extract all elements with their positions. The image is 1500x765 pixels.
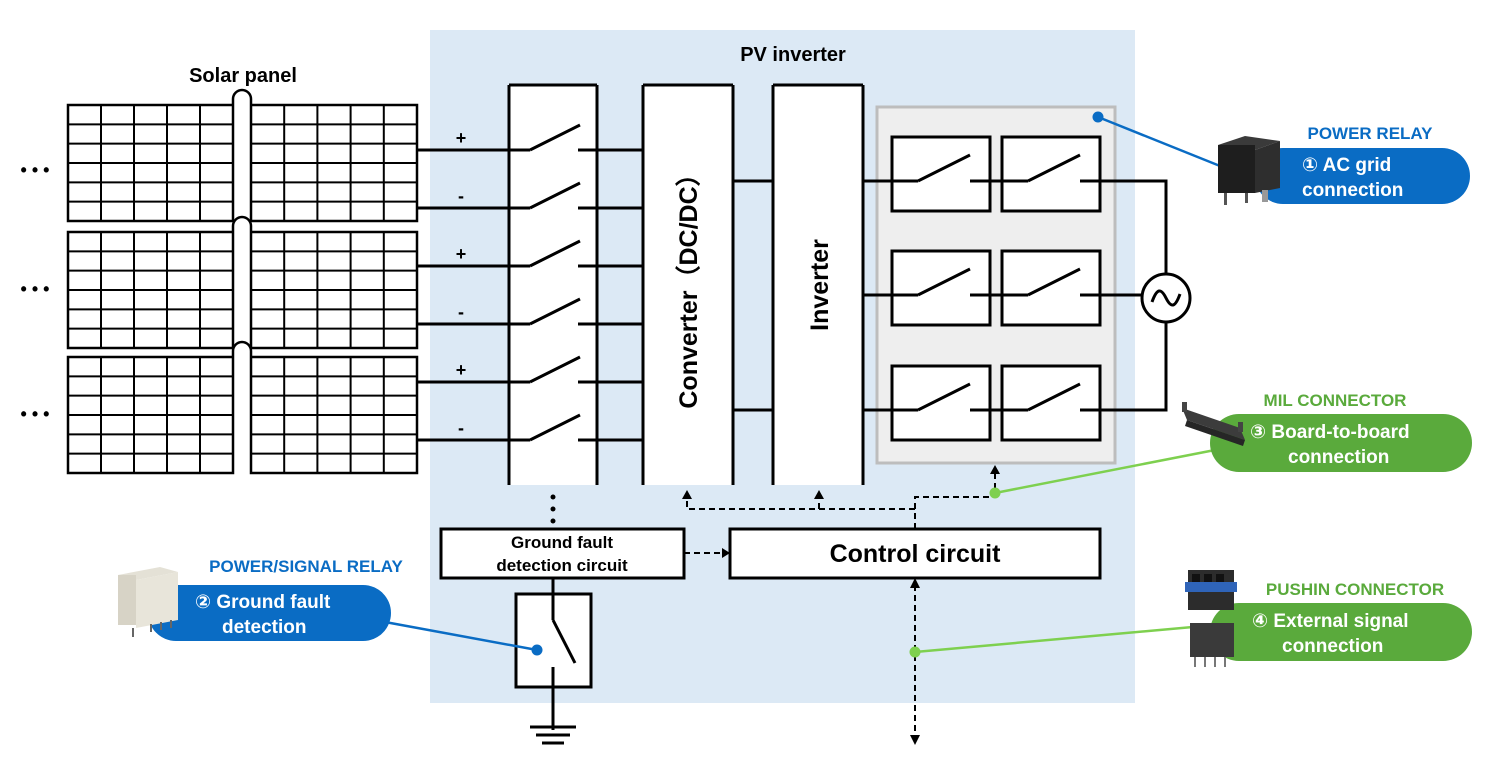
panel-ellipsis-1: • • • [21,160,50,180]
ground-fault-label-line1: Ground fault [511,533,613,552]
panel-jumper [231,215,253,232]
callout-line2: connection [1288,447,1389,468]
ac-relay-switch [890,249,1002,327]
solar-panel-label: Solar panel [189,65,297,87]
dc-switch-block [509,85,597,485]
callout-dot [909,646,921,658]
ground-fault-detection-block [439,527,686,580]
ground-fault-label-line2: detection circuit [496,556,628,575]
converter-block [643,85,733,485]
callout-line1: ③ Board-to-board [1250,422,1410,443]
callout-signal-relay: POWER/SIGNAL RELAY ② Ground fault detect… [118,557,403,641]
callout-title: MIL CONNECTOR [1264,391,1407,410]
control-circuit-label: Control circuit [830,540,1002,568]
ac-relays [863,135,1166,442]
solar-panel [66,215,419,350]
arrow-icon [722,548,730,558]
dc-switch [417,355,643,384]
polarity-label: + [456,128,467,148]
inverter-label: Inverter [806,239,834,331]
callout-pill [1255,148,1470,204]
arrow-icon [682,490,692,499]
power-relay-image [1218,136,1280,205]
continuation-dot [550,518,556,524]
solar-panel [66,88,419,223]
dc-switch [417,297,643,326]
arrow-icon [910,578,920,588]
panel-ellipsis-2: • • • [21,279,50,299]
control-circuit-block [728,527,1102,580]
callout-pill [1210,603,1472,661]
dc-switch [417,239,643,268]
callout-line-power-relay [1097,115,1231,172]
panel-jumper [231,340,253,357]
panel-jumper [231,88,253,105]
ac-relay-switch [890,364,1002,442]
signal-relay-image [118,567,178,637]
callout-pill [1210,414,1472,472]
solar-panel [66,340,419,475]
dc-switches [417,123,643,442]
callout-line2: detection [222,617,306,638]
solar-panels [66,88,419,475]
continuation-dot [550,506,556,512]
dc-switch [417,181,643,210]
callout-line2: connection [1282,636,1383,657]
callout-dot [531,644,543,656]
ac-relay-switch [890,135,1002,213]
callout-mil-connector: MIL CONNECTOR ③ Board-to-board connectio… [1182,391,1472,472]
ac-relay-switch [1000,135,1166,213]
ac-relay-switch [1000,249,1166,327]
callout-power-relay: POWER RELAY ① AC grid connection [1218,124,1470,205]
callout-pill [148,585,391,641]
ac-relay-switch [1000,364,1166,442]
callout-line1: ④ External signal [1252,611,1409,632]
ground-icon [530,725,576,745]
mil-connector-image [1182,402,1245,446]
callout-line-signal-relay [384,620,538,652]
callout-line-mil-connector [994,448,1216,495]
pushin-connector-image [1185,570,1237,667]
callout-line-pushin-connector [914,623,1216,654]
dc-switch [417,123,643,152]
inverter-block [773,85,863,485]
polarity-label: + [456,244,467,264]
callout-dot [1092,111,1104,123]
callout-title: POWER RELAY [1307,124,1433,143]
polarity-label: - [458,302,464,322]
continuation-dot [550,494,556,500]
dc-switch [417,413,643,442]
panel-ellipsis-3: • • • [21,404,50,424]
polarity-label: - [458,186,464,206]
callout-title: PUSHIN CONNECTOR [1266,580,1444,599]
arrow-icon [990,465,1000,474]
polarity-labels: + - + - + - [456,128,467,438]
converter-label: Converter（DC/DC） [674,161,703,408]
callout-line2: connection [1302,180,1403,201]
arrow-icon [814,490,824,499]
polarity-label: + [456,360,467,380]
callout-title: POWER/SIGNAL RELAY [209,557,403,576]
arrow-icon [910,735,920,745]
pv-inverter-label: PV inverter [740,44,846,66]
callout-line1: ① AC grid [1302,155,1391,176]
callout-line1: ② Ground fault [195,592,331,613]
polarity-label: - [458,418,464,438]
callout-dot [989,487,1001,499]
callout-pushin-connector: PUSHIN CONNECTOR ④ External signal conne… [1185,570,1472,667]
